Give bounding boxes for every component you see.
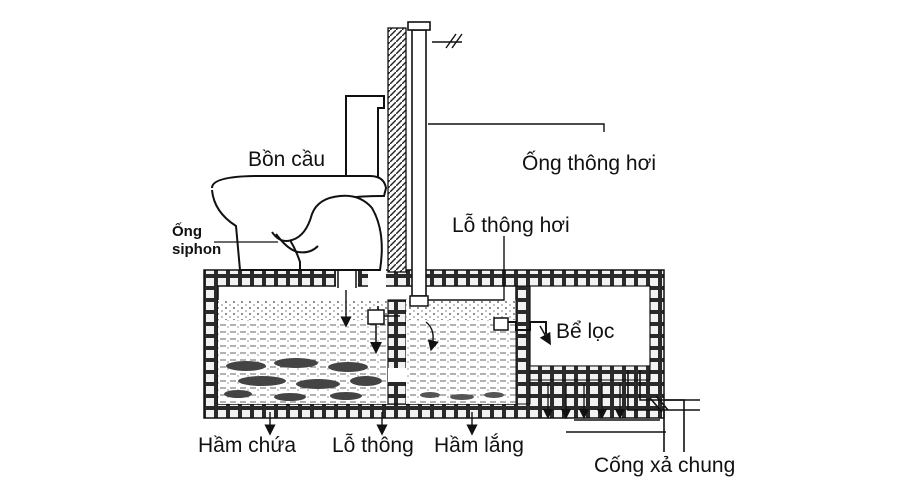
sludge-ellipses bbox=[224, 358, 382, 401]
settling-foam bbox=[406, 300, 516, 320]
vent-pipe-leader bbox=[428, 123, 605, 132]
pass-hole bbox=[388, 368, 406, 382]
label-pass-hole: Lỗ thông bbox=[332, 434, 414, 457]
toilet-bowl bbox=[211, 189, 383, 271]
vent-pipe-cap bbox=[407, 21, 431, 31]
siphon-trap bbox=[275, 233, 319, 254]
label-filter-tank: Bể lọc bbox=[556, 320, 614, 343]
settling-chamber bbox=[406, 300, 516, 404]
toilet-tank bbox=[345, 95, 385, 179]
filter-tank-left-wall bbox=[515, 285, 531, 405]
transfer-pipe bbox=[367, 309, 385, 325]
flow-arrows bbox=[264, 412, 478, 436]
label-siphon-1: Ống bbox=[172, 222, 202, 240]
settling-sediment bbox=[420, 392, 504, 400]
holding-foam bbox=[218, 300, 388, 320]
label-holding-chamber: Hầm chứa bbox=[198, 434, 296, 457]
vent-hole-leader bbox=[426, 236, 505, 301]
filter-inlet-pipe bbox=[498, 321, 547, 334]
sewer-outlet bbox=[566, 370, 700, 452]
filter-tank bbox=[493, 285, 651, 420]
vent-pipe bbox=[411, 29, 427, 297]
filter-tank-bottom-wall bbox=[529, 365, 651, 381]
inlet-opening bbox=[336, 266, 358, 288]
label-vent-hole: Lỗ thông hơi bbox=[452, 214, 570, 237]
building-wall bbox=[387, 27, 407, 273]
label-vent-pipe: Ống thông hơi bbox=[522, 151, 656, 175]
filter-drip-arrows bbox=[542, 384, 626, 420]
label-toilet: Bồn cầu bbox=[248, 148, 325, 171]
toilet bbox=[211, 95, 388, 328]
settling-liquid bbox=[406, 320, 516, 404]
vent-opening bbox=[368, 266, 386, 288]
toilet-rim bbox=[211, 175, 388, 199]
label-siphon-2: siphon bbox=[172, 241, 221, 258]
label-settling-chamber: Hầm lắng bbox=[434, 434, 524, 457]
label-sewer: Cống xả chung bbox=[594, 454, 735, 477]
holding-chamber bbox=[218, 300, 388, 404]
vent-assembly bbox=[367, 21, 605, 354]
